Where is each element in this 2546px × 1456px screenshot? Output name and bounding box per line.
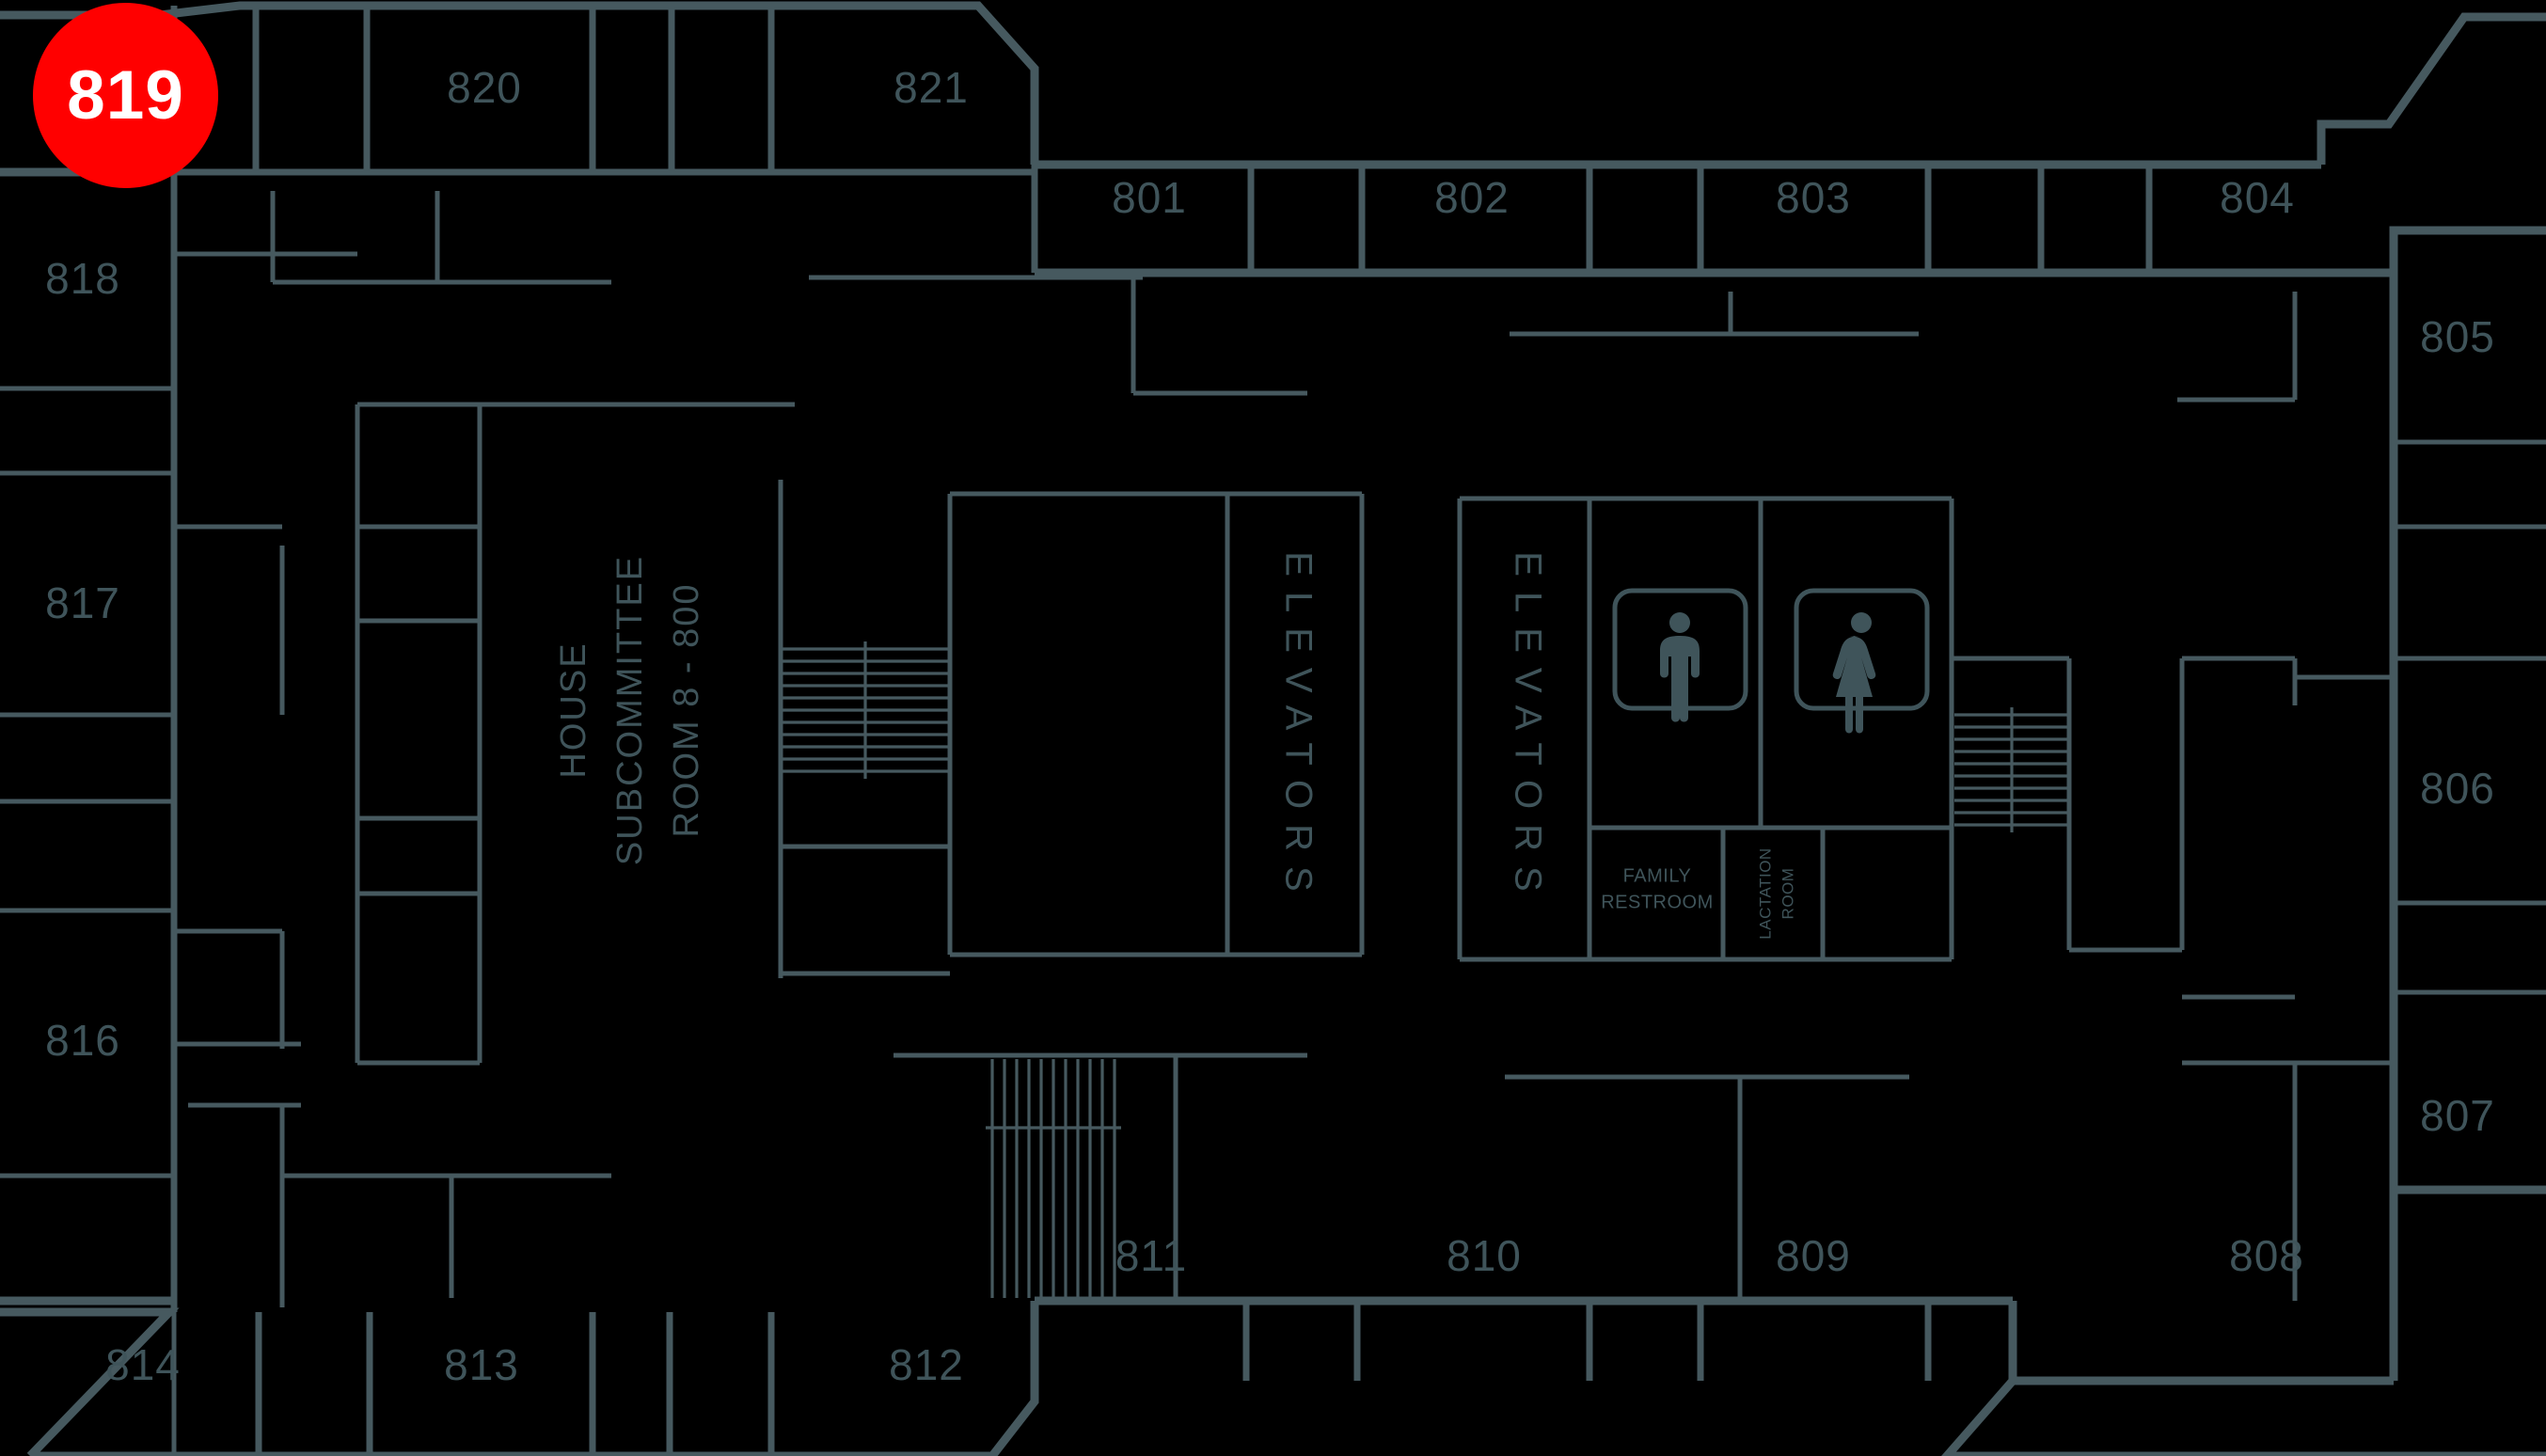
- interior-south-walls: [174, 251, 2394, 1307]
- right-column-rooms: [2394, 439, 2546, 995]
- room-label-807: 807: [2420, 1091, 2495, 1140]
- room-label-820: 820: [447, 63, 522, 112]
- south-stair: [893, 1052, 1307, 1301]
- top-right-rooms: [1031, 165, 2394, 277]
- east-stair: [1949, 656, 2185, 955]
- elevators-right-label: ELEVATORS: [1507, 551, 1548, 906]
- lactation-room-label: LACTATION ROOM: [1756, 847, 1796, 939]
- lactation-room-line-1: LACTATION: [1756, 847, 1774, 939]
- bottom-right-rooms: [1031, 1301, 2016, 1381]
- top-left-rooms: [170, 6, 1035, 176]
- house-subcommittee-room: [355, 402, 795, 1066]
- room-label-810: 810: [1447, 1231, 1522, 1280]
- room-label-818: 818: [45, 254, 120, 303]
- lactation-room-line-2: ROOM: [1779, 868, 1796, 920]
- room-label-813: 813: [444, 1340, 519, 1389]
- room-label-821: 821: [893, 63, 969, 112]
- room-label-802: 802: [1434, 173, 1510, 222]
- room-label-808: 808: [2229, 1231, 2304, 1280]
- womens-restroom-icon: [1794, 588, 1930, 734]
- subcommittee-line-3: ROOM 8 - 800: [667, 582, 706, 837]
- room-label-804: 804: [2220, 173, 2295, 222]
- house-subcommittee-room-label: HOUSE SUBCOMMITTEE ROOM 8 - 800: [554, 555, 706, 865]
- room-label-801: 801: [1112, 173, 1187, 222]
- interior-north-walls: [270, 191, 2298, 403]
- west-stair-core: [778, 480, 950, 978]
- room-label-817: 817: [45, 578, 120, 627]
- room-label-803: 803: [1776, 173, 1851, 222]
- room-label-806: 806: [2420, 764, 2495, 813]
- left-column-rooms: [0, 172, 178, 1312]
- room-label-814: 814: [105, 1340, 181, 1389]
- family-restroom-line-1: FAMILY: [1623, 865, 1692, 886]
- selected-room-marker[interactable]: 819: [33, 3, 218, 188]
- core-labels: ELEVATORS ELEVATORS HOUSE SUBCOMMITTEE R…: [554, 551, 1796, 939]
- bottom-left-rooms: [171, 1312, 775, 1456]
- elevators-left-label: ELEVATORS: [1277, 551, 1319, 906]
- room-label-811: 811: [1115, 1231, 1187, 1280]
- stair-east-treads: [1954, 707, 2067, 832]
- family-restroom-label: FAMILY RESTROOM: [1601, 865, 1714, 912]
- selected-room-number: 819: [67, 57, 184, 134]
- room-number-labels: 820 821 801 802 803 804 805 806 807 808 …: [45, 63, 2495, 1389]
- room-label-816: 816: [45, 1016, 120, 1065]
- subcommittee-line-2: SUBCOMMITTEE: [610, 555, 650, 865]
- family-restroom-line-2: RESTROOM: [1601, 892, 1714, 912]
- stair-west-treads: [783, 641, 948, 779]
- mens-restroom-icon: [1612, 588, 1748, 722]
- center-core-left: [947, 491, 1365, 957]
- room-label-805: 805: [2420, 312, 2495, 361]
- room-label-809: 809: [1776, 1231, 1851, 1280]
- room-label-812: 812: [889, 1340, 964, 1389]
- stair-south-treads: [986, 1059, 1121, 1298]
- center-core-right: [1457, 496, 1954, 962]
- subcommittee-line-1: HOUSE: [554, 641, 593, 778]
